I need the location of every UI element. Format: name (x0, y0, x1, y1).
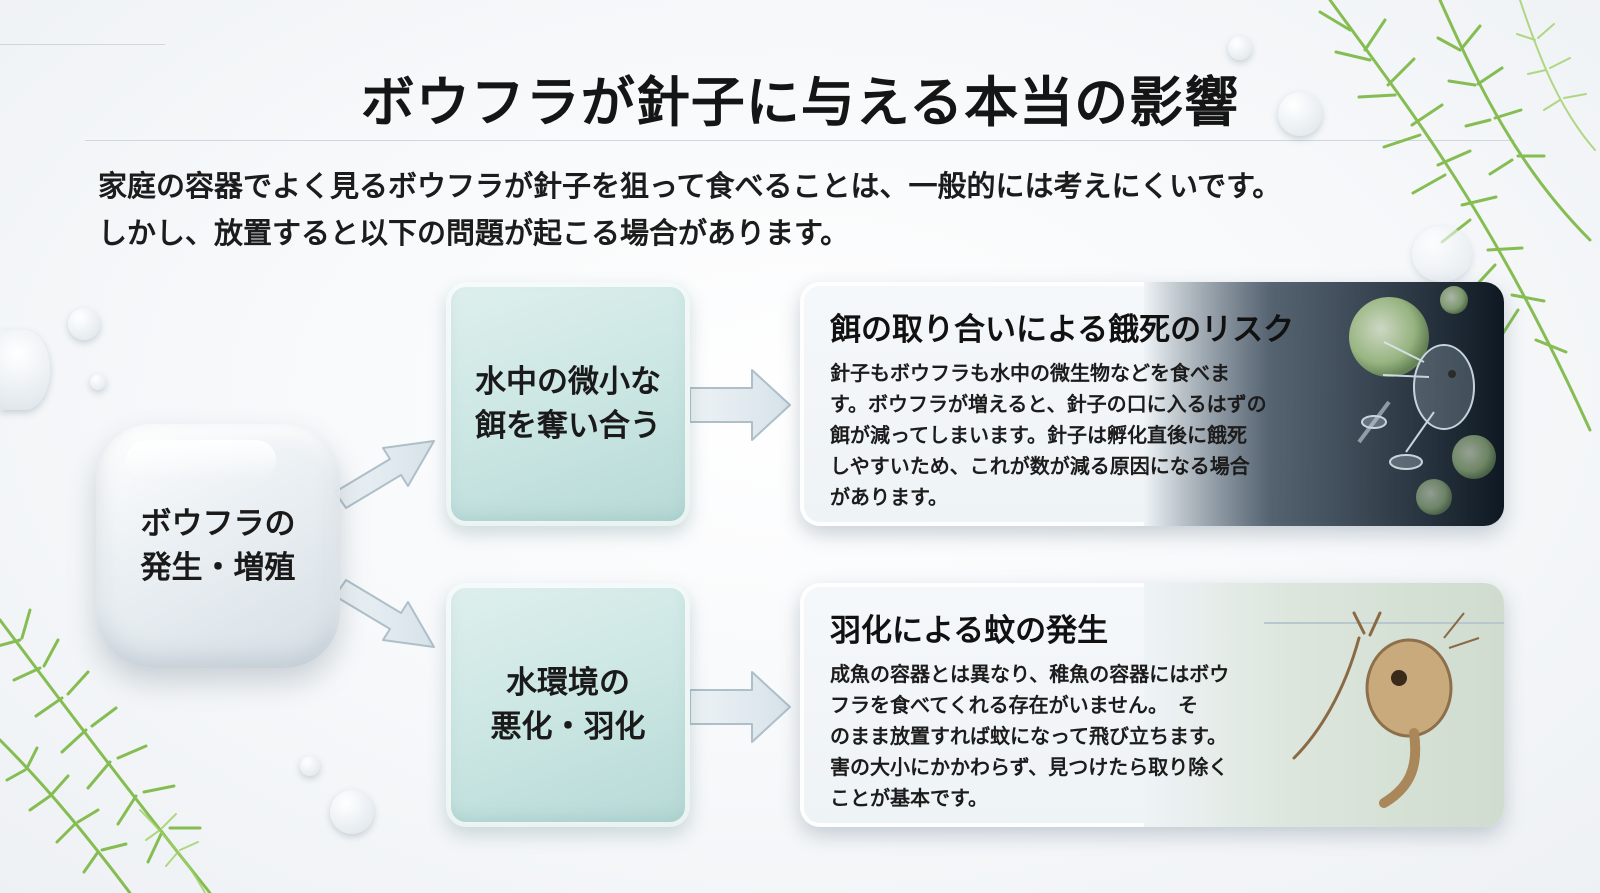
effect-text-line: ことが基本です。 (830, 786, 988, 810)
source-label-line: ボウフラの (140, 506, 296, 542)
water-droplet (0, 330, 50, 410)
water-droplet (1228, 36, 1252, 60)
page-title: ボウフラが針子に与える本当の影響 (360, 71, 1240, 134)
source-label-line: 発生・増殖 (140, 550, 296, 586)
effect-description: 針子もボウフラも水中の微生物などを食べま す。ボウフラが増えると、針子の口に入る… (830, 358, 1330, 513)
water-droplet (330, 790, 374, 834)
effect-panel-starvation: 餌の取り合いによる餓死のリスク 針子もボウフラも水中の微生物などを食べま す。ボ… (800, 282, 1504, 526)
cause-label: 水中の微小な 餌を奪い合う (475, 360, 661, 448)
mosquito-larva-illustration (1144, 583, 1504, 827)
effect-title: 羽化による蚊の発生 (830, 613, 1109, 649)
effect-text-line: フラを食べてくれる存在がいません。 そ (830, 693, 1198, 717)
effect-text-line: があります。 (830, 485, 948, 509)
effect-text-line: のまま放置すれば蚊になって飛び立ちます。 (830, 724, 1227, 748)
effect-panel-mosquito: 羽化による蚊の発生 成魚の容器とは異なり、稚魚の容器にはボウ フラを食べてくれる… (800, 583, 1504, 827)
water-droplet (90, 374, 106, 390)
effect-description: 成魚の容器とは異なり、稚魚の容器にはボウ フラを食べてくれる存在がいません。 そ… (830, 659, 1330, 814)
cause-label: 水環境の 悪化・羽化 (491, 661, 646, 749)
cause-label-line: 水中の微小な (475, 364, 661, 400)
effect-title: 餌の取り合いによる餓死のリスク (830, 312, 1295, 348)
arrow-to-cause-2 (334, 579, 435, 648)
source-label: ボウフラの 発生・増殖 (141, 502, 296, 590)
intro-line: しかし、放置すると以下の問題が起こる場合があります。 (98, 216, 850, 250)
top-left-rule (0, 44, 165, 45)
effect-text-line: す。ボウフラが増えると、針子の口に入るはずの (830, 392, 1267, 416)
arrow-to-effect-1 (689, 369, 791, 441)
effect-text-line: 成魚の容器とは異なり、稚魚の容器にはボウ (830, 662, 1230, 686)
water-droplet (68, 308, 100, 340)
water-droplet (1412, 226, 1472, 282)
intro-line: 家庭の容器でよく見るボウフラが針子を狙って食べることは、一般的には考えにくいです… (98, 169, 1282, 203)
effect-text-line: 餌が減ってしまいます。針子は孵化直後に餓死 (830, 423, 1247, 447)
arrow-to-cause-1 (334, 440, 435, 509)
intro-text: 家庭の容器でよく見るボウフラが針子を狙って食べることは、一般的には考えにくいです… (98, 163, 1428, 257)
plankton-illustration (1144, 282, 1504, 526)
source-node: ボウフラの 発生・増殖 (96, 424, 340, 668)
cause-label-line: 水環境の (506, 665, 630, 701)
effect-text-line: 害の大小にかかわらず、見つけたら取り除く (830, 755, 1229, 779)
cause-node-water-deterioration: 水環境の 悪化・羽化 (446, 583, 690, 827)
arrow-to-effect-2 (689, 671, 791, 743)
cause-node-food-competition: 水中の微小な 餌を奪い合う (446, 282, 690, 526)
title-divider (85, 140, 1515, 141)
water-droplet (1278, 92, 1322, 136)
effect-text-line: 針子もボウフラも水中の微生物などを食べま (830, 361, 1230, 385)
glass-highlight (126, 440, 276, 480)
cause-label-line: 悪化・羽化 (490, 709, 646, 745)
cause-label-line: 餌を奪い合う (475, 408, 661, 444)
water-droplet (300, 756, 320, 776)
effect-text-line: しやすいため、これが数が減る原因になる場合 (830, 454, 1250, 478)
